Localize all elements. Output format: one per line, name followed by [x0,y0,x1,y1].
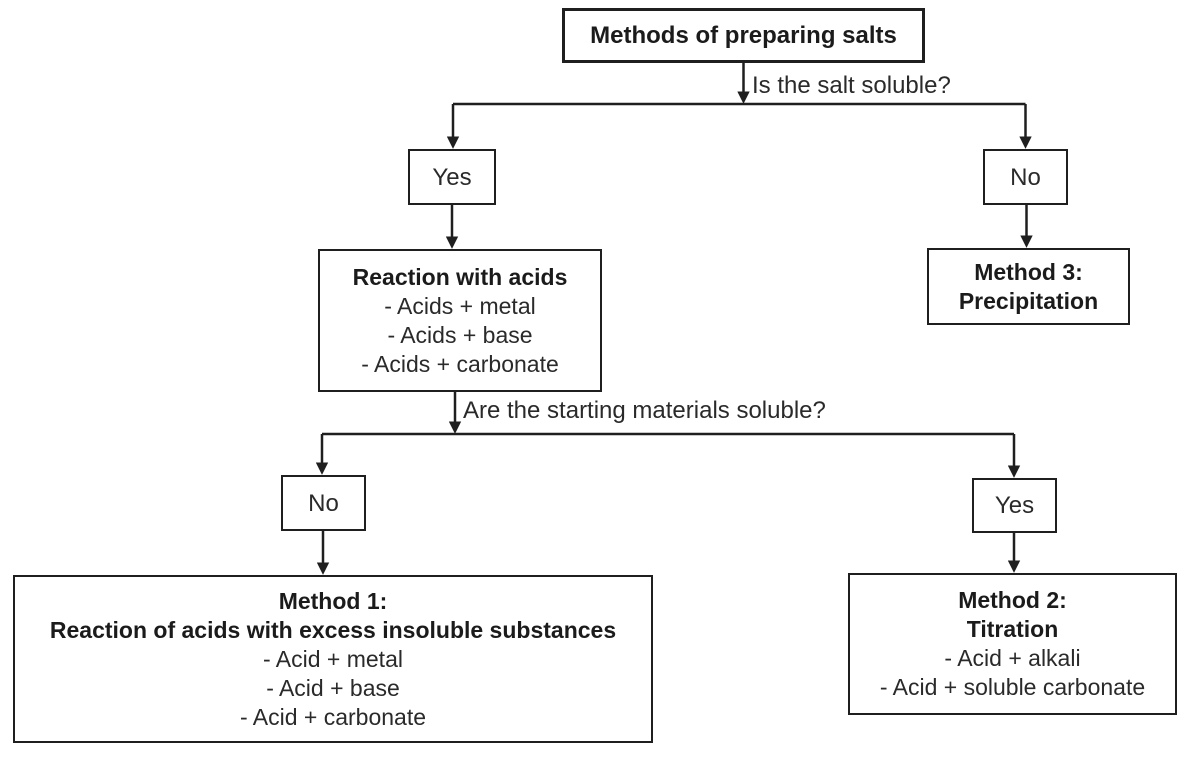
method-2-subtitle: Titration [966,616,1059,642]
method-1-item-acid-metal: - Acid + metal [263,645,403,672]
method-1-item-acid-base: - Acid + base [266,674,400,701]
box-method-1-insoluble-substances: Method 1: Reaction of acids with excess … [13,575,653,743]
root-box-methods-of-preparing-salts: Methods of preparing salts [562,8,925,63]
box-method-2-titration: Method 2: Titration - Acid + alkali - Ac… [848,573,1177,715]
question-are-starting-materials-soluble: Are the starting materials soluble? [463,397,826,424]
box-reaction-with-acids: Reaction with acids - Acids + metal - Ac… [318,249,602,392]
method-2-item-acid-soluble-carbonate: - Acid + soluble carbonate [879,674,1146,700]
root-box-label: Methods of preparing salts [590,22,897,49]
method-2-item-acid-alkali: - Acid + alkali [944,645,1081,671]
method-3-subtitle: Precipitation [958,287,1099,314]
branch-box-yes-salt-soluble: Yes [408,149,496,205]
branch-no-label: No [1010,163,1041,191]
reaction-item-acids-base: - Acids + base [387,321,533,348]
reaction-item-acids-carbonate: - Acids + carbonate [361,350,559,377]
box-method-3-precipitation: Method 3: Precipitation [927,248,1130,325]
method-2-title: Method 2: [958,587,1067,613]
method-1-title: Method 1: [278,587,388,614]
branch-box-no-salt-soluble: No [983,149,1068,205]
branch-no-label: No [308,489,339,517]
reaction-with-acids-title: Reaction with acids [352,263,568,290]
branch-box-no-materials-soluble: No [281,475,366,531]
method-3-title: Method 3: [974,258,1083,285]
reaction-item-acids-metal: - Acids + metal [384,292,536,319]
method-1-item-acid-carbonate: - Acid + carbonate [239,703,427,730]
branch-yes-label: Yes [432,163,472,191]
question-is-salt-soluble: Is the salt soluble? [752,72,951,99]
method-1-subtitle: Reaction of acids with excess insoluble … [49,616,617,643]
branch-box-yes-materials-soluble: Yes [972,478,1057,533]
branch-yes-label: Yes [994,492,1035,519]
